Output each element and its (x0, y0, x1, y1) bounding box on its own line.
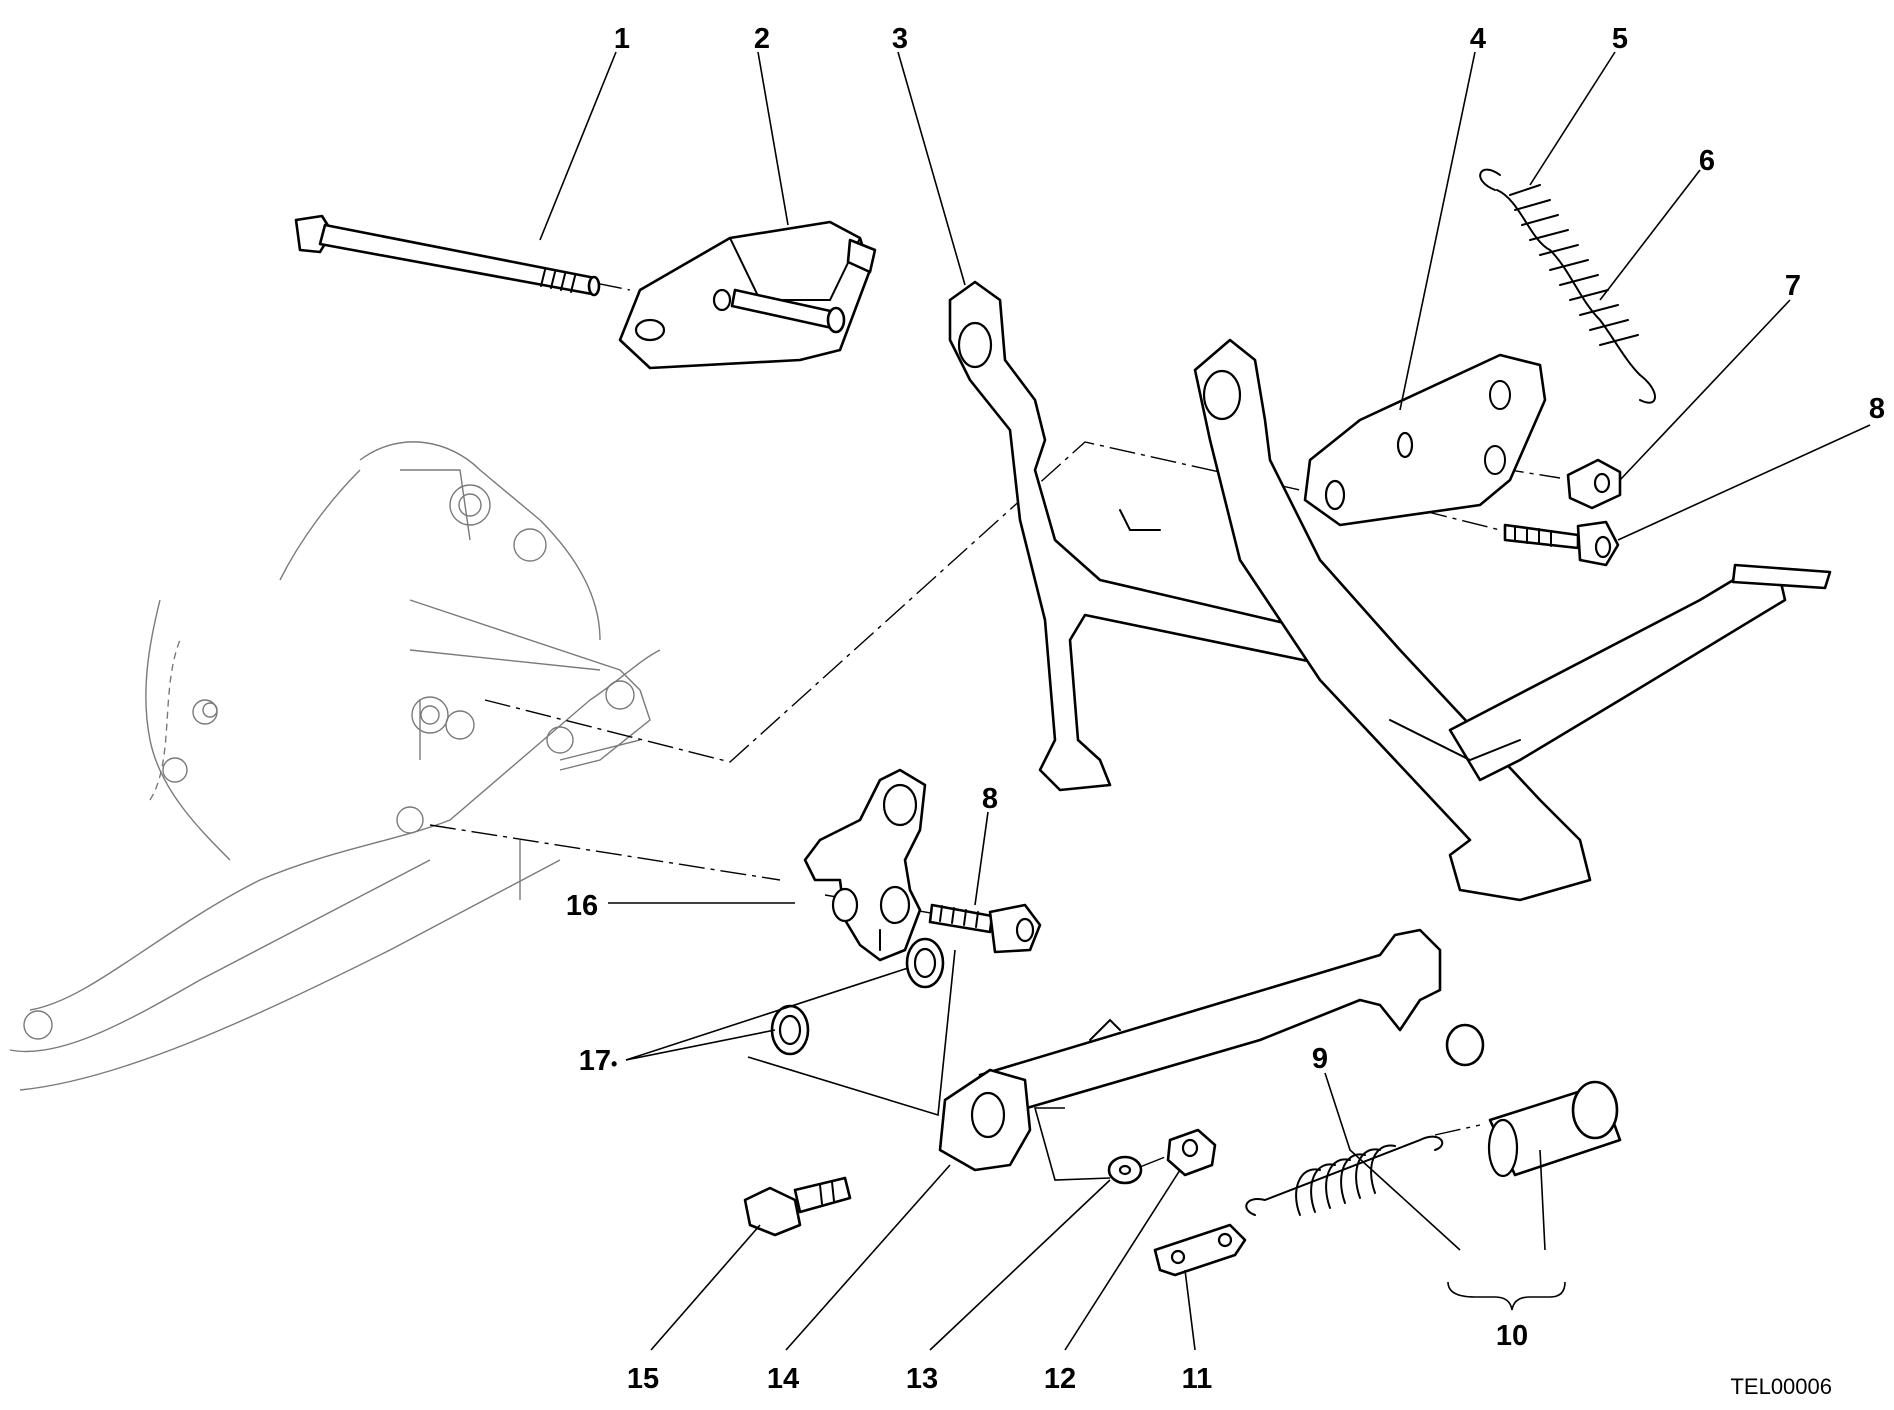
callout-3: 3 (892, 23, 908, 55)
callout-6: 6 (1699, 145, 1715, 177)
small-hardware-parts (1107, 1128, 1247, 1277)
callout-9: 9 (1312, 1043, 1328, 1075)
callout-4: 4 (1470, 23, 1486, 55)
drawing-code: TEL00006 (1730, 1374, 1832, 1399)
callout-5: 5 (1612, 23, 1628, 55)
side-stand-bracket-part (803, 768, 927, 962)
callout-1: 1 (614, 23, 630, 55)
side-stand-spring-part (1245, 1135, 1444, 1216)
flange-nut-part (1566, 458, 1622, 510)
pivot-bolt-part (743, 1176, 852, 1237)
washers-part (770, 937, 945, 1056)
callout-13: 13 (906, 1363, 938, 1395)
callout-8-upper: 8 (1869, 393, 1885, 425)
stand-plate-part (1303, 353, 1547, 527)
center-stand-part (948, 280, 1832, 902)
tab-11 (1153, 1223, 1247, 1277)
stand-spring-part (1479, 168, 1656, 404)
callout-10: 10 (1496, 1320, 1528, 1352)
long-bolt-part (294, 214, 601, 297)
callout-15: 15 (627, 1363, 659, 1395)
callout-17: 17• (579, 1045, 618, 1077)
side-stand-leg-part (938, 928, 1485, 1172)
callout-8-lower: 8 (982, 783, 998, 815)
callout-16: 16 (566, 890, 598, 922)
engine-crankcase-outline (9, 441, 661, 1091)
upper-bolt-part (1503, 520, 1620, 567)
callout-labels: 1 2 3 4 5 6 7 8 8 9 10 11 12 13 14 15 16… (566, 23, 1885, 1395)
callout-leader-lines (539, 51, 1871, 1351)
callout-2: 2 (754, 23, 770, 55)
sleeve-part (1487, 1080, 1622, 1178)
callout-14: 14 (767, 1363, 799, 1395)
callout-17-bullet: • (611, 1054, 617, 1074)
callout-11: 11 (1182, 1363, 1213, 1395)
callout-7: 7 (1785, 270, 1801, 302)
callout-12: 12 (1044, 1363, 1076, 1395)
mounting-bracket-part (618, 220, 877, 370)
lower-bolt-part (928, 903, 1042, 954)
